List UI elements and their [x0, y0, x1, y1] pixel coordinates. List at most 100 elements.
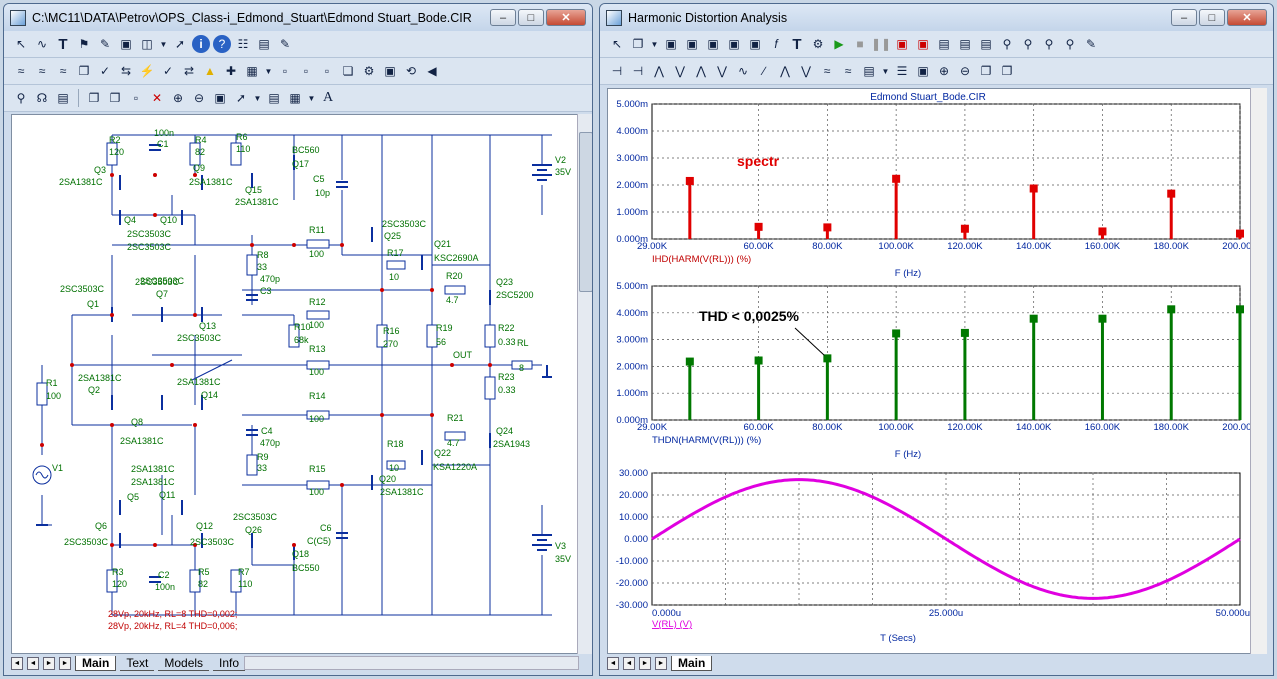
arrows-icon[interactable]: ⇆ — [120, 64, 132, 78]
close-button[interactable]: ✕ — [1227, 9, 1267, 26]
schematic-window[interactable]: C:\MC11\DATA\Petrov\OPS_Class-i_Edmond_S… — [3, 3, 593, 676]
tick-icon[interactable]: ✓ — [162, 64, 174, 78]
stop-icon[interactable]: ■ — [856, 37, 864, 51]
maximize-button[interactable]: □ — [1199, 9, 1225, 26]
window-icon[interactable]: ❐ — [980, 64, 992, 78]
maximize-button[interactable]: □ — [518, 9, 544, 26]
window-icon[interactable]: ❏ — [342, 64, 354, 78]
tab-main[interactable]: Main — [671, 655, 713, 671]
global-low-icon[interactable]: ⋁ — [801, 64, 811, 78]
dropdown-icon[interactable]: ▼ — [159, 39, 168, 49]
warning-icon[interactable]: ▲ — [204, 64, 216, 78]
rotate-icon[interactable]: ⟲ — [405, 64, 417, 78]
prev-page-button[interactable]: ◄ — [623, 656, 635, 670]
lightning-icon[interactable]: ⚡ — [139, 64, 155, 78]
schematic-titlebar[interactable]: C:\MC11\DATA\Petrov\OPS_Class-i_Edmond_S… — [4, 4, 592, 31]
scale-icon[interactable]: ▣ — [686, 37, 698, 51]
page-icon[interactable]: ▫ — [282, 64, 288, 78]
zoom-icon[interactable]: ⚲ — [1065, 37, 1075, 51]
copy-icon[interactable]: ❐ — [78, 64, 90, 78]
copy-icon[interactable]: ❐ — [632, 37, 644, 51]
tab-models[interactable]: Models — [158, 656, 210, 671]
fit-icon[interactable]: ▣ — [917, 64, 929, 78]
multi-icon[interactable]: ≈ — [844, 64, 852, 78]
zoom-out-icon[interactable]: ⊖ — [193, 91, 205, 105]
flag-icon[interactable]: ⚑ — [78, 37, 90, 51]
dropdown-icon[interactable]: ▼ — [307, 93, 316, 103]
binoculars-icon[interactable]: ☊ — [36, 91, 48, 105]
columns-icon[interactable]: ▤ — [938, 37, 950, 51]
cursor-icon[interactable]: ⊣ — [611, 64, 623, 78]
page-icon[interactable]: ▫ — [303, 64, 309, 78]
toolbox-icon[interactable]: ▤ — [863, 64, 875, 78]
run-icon[interactable]: ▶ — [834, 37, 844, 51]
select-arrow-icon[interactable]: ↖ — [611, 37, 623, 51]
help-icon[interactable]: ? — [213, 35, 231, 53]
dropdown-icon[interactable]: ▼ — [253, 93, 262, 103]
columns-icon[interactable]: ▤ — [980, 37, 992, 51]
zoom-in-icon[interactable]: ⊕ — [938, 64, 950, 78]
transfer-icon[interactable]: ⇄ — [183, 64, 195, 78]
scale-icon[interactable]: ▣ — [749, 37, 761, 51]
edit-icon[interactable]: ✎ — [279, 37, 291, 51]
columns-icon[interactable]: ▤ — [959, 37, 971, 51]
valley-icon[interactable]: ⋁ — [675, 64, 685, 78]
zoom-icon[interactable]: ⚲ — [1023, 37, 1033, 51]
dropdown-icon[interactable]: ▼ — [264, 66, 273, 76]
page-icon[interactable]: ▫ — [324, 64, 330, 78]
step-icon[interactable]: ▣ — [896, 37, 908, 51]
peak-icon[interactable]: ⋀ — [654, 64, 664, 78]
check-icon[interactable]: ✓ — [99, 64, 111, 78]
dropdown-icon[interactable]: ▼ — [650, 39, 659, 49]
notes-icon[interactable]: ▤ — [57, 91, 69, 105]
zoom-in-icon[interactable]: ⊕ — [172, 91, 184, 105]
properties-icon[interactable]: ✎ — [1085, 37, 1097, 51]
slope-icon[interactable]: ∕ — [762, 64, 765, 78]
tab-info[interactable]: Info — [213, 656, 246, 671]
folder-icon[interactable]: ▤ — [268, 91, 280, 105]
copy-icon[interactable]: ❐ — [88, 91, 100, 105]
pause-icon[interactable]: ❚❚ — [870, 37, 892, 51]
zoom-fit-icon[interactable]: ▣ — [214, 91, 226, 105]
dropdown-icon[interactable]: ▼ — [881, 66, 890, 76]
flip-icon[interactable]: ◀ — [427, 64, 437, 78]
delete-icon[interactable]: ✕ — [151, 91, 163, 105]
info-icon[interactable]: i — [192, 35, 210, 53]
node-numbers-icon[interactable]: ≈ — [17, 64, 25, 78]
window-icon[interactable]: ❐ — [1001, 64, 1013, 78]
tab-main[interactable]: Main — [75, 655, 117, 671]
last-page-button[interactable]: ► — [655, 656, 667, 670]
zoom-icon[interactable]: ⚲ — [1002, 37, 1012, 51]
probe-icon[interactable]: ➚ — [174, 37, 186, 51]
new-icon[interactable]: ▫ — [133, 91, 139, 105]
component-icon[interactable]: ◫ — [141, 37, 153, 51]
minimize-button[interactable]: – — [490, 9, 516, 26]
font-icon[interactable]: A — [322, 90, 334, 105]
close-button[interactable]: ✕ — [546, 9, 586, 26]
settings-icon[interactable]: ⚙ — [812, 37, 824, 51]
scale-icon[interactable]: ▣ — [665, 37, 677, 51]
settings-icon[interactable]: ⚙ — [363, 64, 375, 78]
analysis-window[interactable]: Harmonic Distortion Analysis – □ ✕ ↖ ❐ ▼… — [599, 3, 1274, 676]
first-page-button[interactable]: ◄ — [11, 656, 23, 670]
last-page-button[interactable]: ► — [59, 656, 71, 670]
wire-icon[interactable]: ∿ — [36, 37, 48, 51]
current-icon[interactable]: ≈ — [59, 64, 67, 78]
inflection-icon[interactable]: ∿ — [737, 64, 749, 78]
plot-vertical-scrollbar[interactable] — [1250, 88, 1267, 654]
cursor-icon[interactable]: ⊣ — [632, 64, 644, 78]
analysis-titlebar[interactable]: Harmonic Distortion Analysis – □ ✕ — [600, 4, 1273, 31]
pencil-icon[interactable]: ✎ — [99, 37, 111, 51]
function-icon[interactable]: f — [774, 37, 778, 51]
scale-icon[interactable]: ▣ — [707, 37, 719, 51]
schematic-horizontal-scrollbar[interactable] — [244, 656, 579, 670]
multi-icon[interactable]: ≈ — [823, 64, 831, 78]
paste-icon[interactable]: ❐ — [109, 91, 121, 105]
schematic-vertical-scrollbar[interactable] — [577, 114, 592, 654]
next-page-button[interactable]: ► — [639, 656, 651, 670]
zoom-out-icon[interactable]: ⊖ — [959, 64, 971, 78]
text-tool-icon[interactable]: T — [792, 35, 802, 53]
box-icon[interactable]: ▣ — [384, 64, 396, 78]
